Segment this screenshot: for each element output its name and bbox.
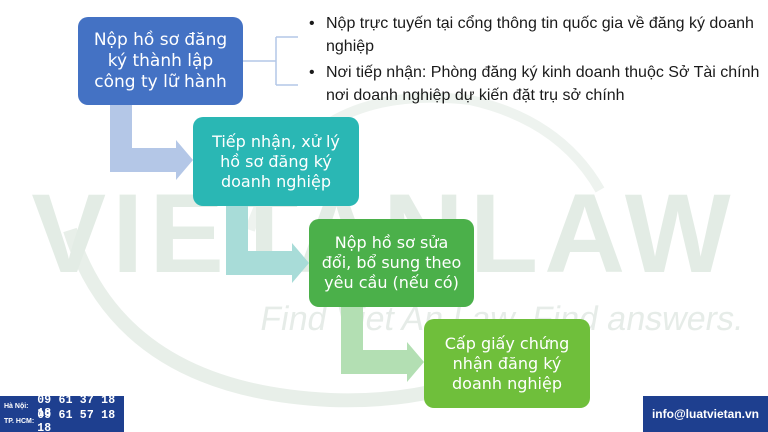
hanoi-label: Hà Nội: (4, 403, 29, 410)
step-receive-process: Tiếp nhận, xử lý hồ sơ đăng ký doanh ngh… (193, 117, 359, 206)
hcm-label: TP. HCM: (4, 418, 35, 425)
contact-row-hanoi: Hà Nội: 09 61 37 18 18 (4, 394, 124, 420)
step-issue-certificate: Cấp giấy chứng nhận đăng ký doanh nghiệp (424, 319, 590, 408)
note-text: Nơi tiếp nhận: Phòng đăng ký kinh doanh … (326, 64, 760, 104)
notes-bracket (243, 36, 298, 86)
connector-arrow-1 (110, 105, 193, 180)
note-bullet: • (309, 15, 315, 32)
note-text: Nộp trực tuyến tại cổng thông tin quốc g… (326, 15, 754, 55)
hanoi-phone[interactable]: 09 61 37 18 18 (37, 393, 116, 420)
step-submit-application: Nộp hồ sơ đăng ký thành lập công ty lữ h… (78, 17, 243, 105)
note-item: • Nộp trực tuyến tại cổng thông tin quốc… (300, 12, 760, 58)
connector-arrow-2 (226, 206, 309, 283)
step-notes: • Nộp trực tuyến tại cổng thông tin quốc… (300, 12, 760, 110)
note-bullet: • (309, 64, 315, 81)
note-item: • Nơi tiếp nhận: Phòng đăng ký kinh doan… (300, 61, 760, 107)
contact-panel: Hà Nội: 09 61 37 18 18 TP. HCM: 09 61 57… (0, 394, 124, 432)
connector-arrow-3 (341, 307, 424, 382)
email-link[interactable]: info@luatvietan.vn (643, 396, 768, 432)
step-amend-supplement: Nộp hồ sơ sửa đổi, bổ sung theo yêu cầu … (309, 219, 474, 307)
hcm-phone[interactable]: 09 61 57 18 18 (37, 408, 116, 432)
contact-row-hcm: TP. HCM: 09 61 57 18 18 (4, 409, 124, 432)
